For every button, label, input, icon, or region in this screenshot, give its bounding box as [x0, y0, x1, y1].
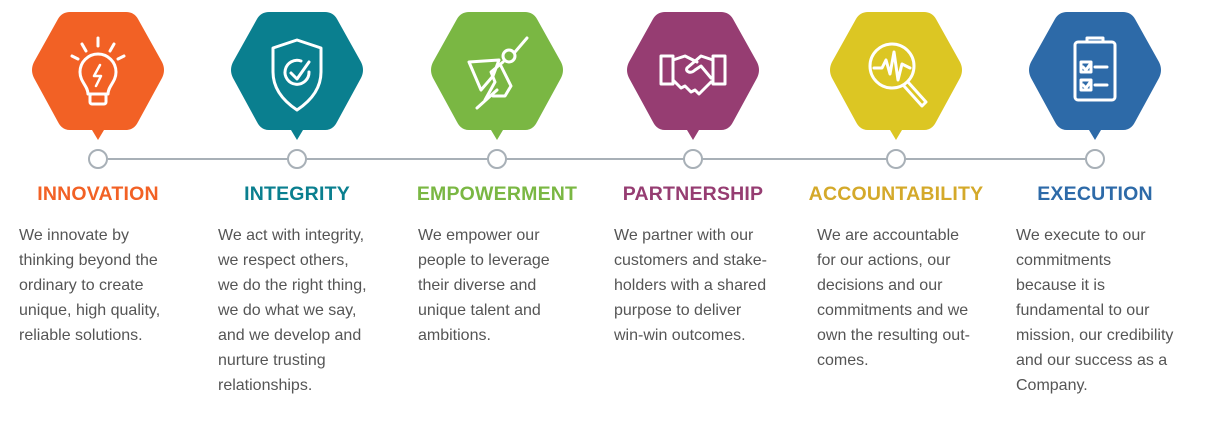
- handshake-icon: [627, 12, 759, 140]
- description-line: we do what we say,: [218, 302, 357, 319]
- description-line: commitments and we: [817, 302, 969, 319]
- description-line: mission, our credibility: [1016, 327, 1174, 344]
- description-line: and we develop and: [218, 327, 362, 344]
- description-line: unique talent and: [418, 302, 541, 319]
- description-line: We empower our: [418, 227, 540, 244]
- shield-check-icon-badge: [229, 10, 365, 144]
- timeline-node: [683, 149, 703, 169]
- description-line: people to leverage: [418, 252, 550, 269]
- description-line: commitments: [1016, 252, 1112, 269]
- value-description: We innovate by thinking beyond the ordinar…: [19, 223, 197, 348]
- value-title: INTEGRITY: [244, 183, 350, 205]
- description-line: ordinary to create: [19, 277, 144, 294]
- description-line: reliable solutions.: [19, 327, 143, 344]
- value-column-empowerment: EMPOWERMENT We empower our people to leve…: [398, 0, 597, 435]
- description-line: relationships.: [218, 377, 313, 394]
- value-description: We act with integrity, we respect others,…: [218, 223, 396, 398]
- magnifier-pulse-icon-badge: [828, 10, 964, 144]
- value-column-innovation: INNOVATION We innovate by thinking beyond…: [0, 0, 198, 435]
- superhero-icon: [431, 12, 563, 140]
- description-line: decisions and our: [817, 277, 943, 294]
- value-title: INNOVATION: [37, 183, 159, 205]
- timeline-line: [108, 158, 1085, 160]
- value-title: ACCOUNTABILITY: [808, 183, 984, 205]
- value-title: PARTNERSHIP: [622, 183, 764, 205]
- value-description: We empower our people to leverage their di…: [418, 223, 596, 348]
- description-line: their diverse and: [418, 277, 537, 294]
- clipboard-checklist-icon-badge: [1027, 10, 1163, 144]
- description-line: customers and stake-: [614, 252, 767, 269]
- value-title: EXECUTION: [1037, 183, 1153, 205]
- value-title: EMPOWERMENT: [416, 183, 578, 205]
- timeline-node: [487, 149, 507, 169]
- description-line: We act with integrity,: [218, 227, 365, 244]
- timeline-node: [886, 149, 906, 169]
- description-line: because it is: [1016, 277, 1105, 294]
- value-column-partnership: PARTNERSHIP We partner with our customers…: [594, 0, 793, 435]
- lightbulb-icon: [32, 12, 164, 140]
- timeline-node: [287, 149, 307, 169]
- value-description: We partner with our customers and stake-h…: [614, 223, 792, 348]
- description-line: thinking beyond the: [19, 252, 158, 269]
- description-line: win-win outcomes.: [614, 327, 746, 344]
- value-column-accountability: ACCOUNTABILITY We are accountable for our…: [797, 0, 996, 435]
- description-line: We partner with our: [614, 227, 754, 244]
- value-column-execution: EXECUTION We execute to our commitments be…: [996, 0, 1195, 435]
- handshake-icon-badge: [625, 10, 761, 144]
- description-line: nurture trusting: [218, 352, 326, 369]
- description-line: comes.: [817, 352, 869, 369]
- superhero-icon-badge: [429, 10, 565, 144]
- clipboard-checklist-icon: [1029, 12, 1161, 140]
- description-line: Company.: [1016, 377, 1088, 394]
- description-line: We innovate by: [19, 227, 129, 244]
- description-line: fundamental to our: [1016, 302, 1150, 319]
- shield-check-icon: [231, 12, 363, 140]
- value-description: We execute to our commitments because it i…: [1016, 223, 1194, 398]
- magnifier-pulse-icon: [830, 12, 962, 140]
- description-line: holders with a shared: [614, 277, 767, 294]
- value-description: We are accountable for our actions, our de…: [817, 223, 995, 373]
- description-line: and our success as a: [1016, 352, 1168, 369]
- description-line: own the resulting out-: [817, 327, 970, 344]
- description-line: we respect others,: [218, 252, 349, 269]
- description-line: unique, high quality,: [19, 302, 161, 319]
- description-line: purpose to deliver: [614, 302, 742, 319]
- description-line: We are accountable: [817, 227, 960, 244]
- description-line: we do the right thing,: [218, 277, 367, 294]
- lightbulb-icon-badge: [30, 10, 166, 144]
- value-column-integrity: INTEGRITY We act with integrity, we respe…: [198, 0, 397, 435]
- description-line: for our actions, our: [817, 252, 951, 269]
- timeline-node: [1085, 149, 1105, 169]
- description-line: We execute to our: [1016, 227, 1146, 244]
- description-line: ambitions.: [418, 327, 491, 344]
- timeline-node: [88, 149, 108, 169]
